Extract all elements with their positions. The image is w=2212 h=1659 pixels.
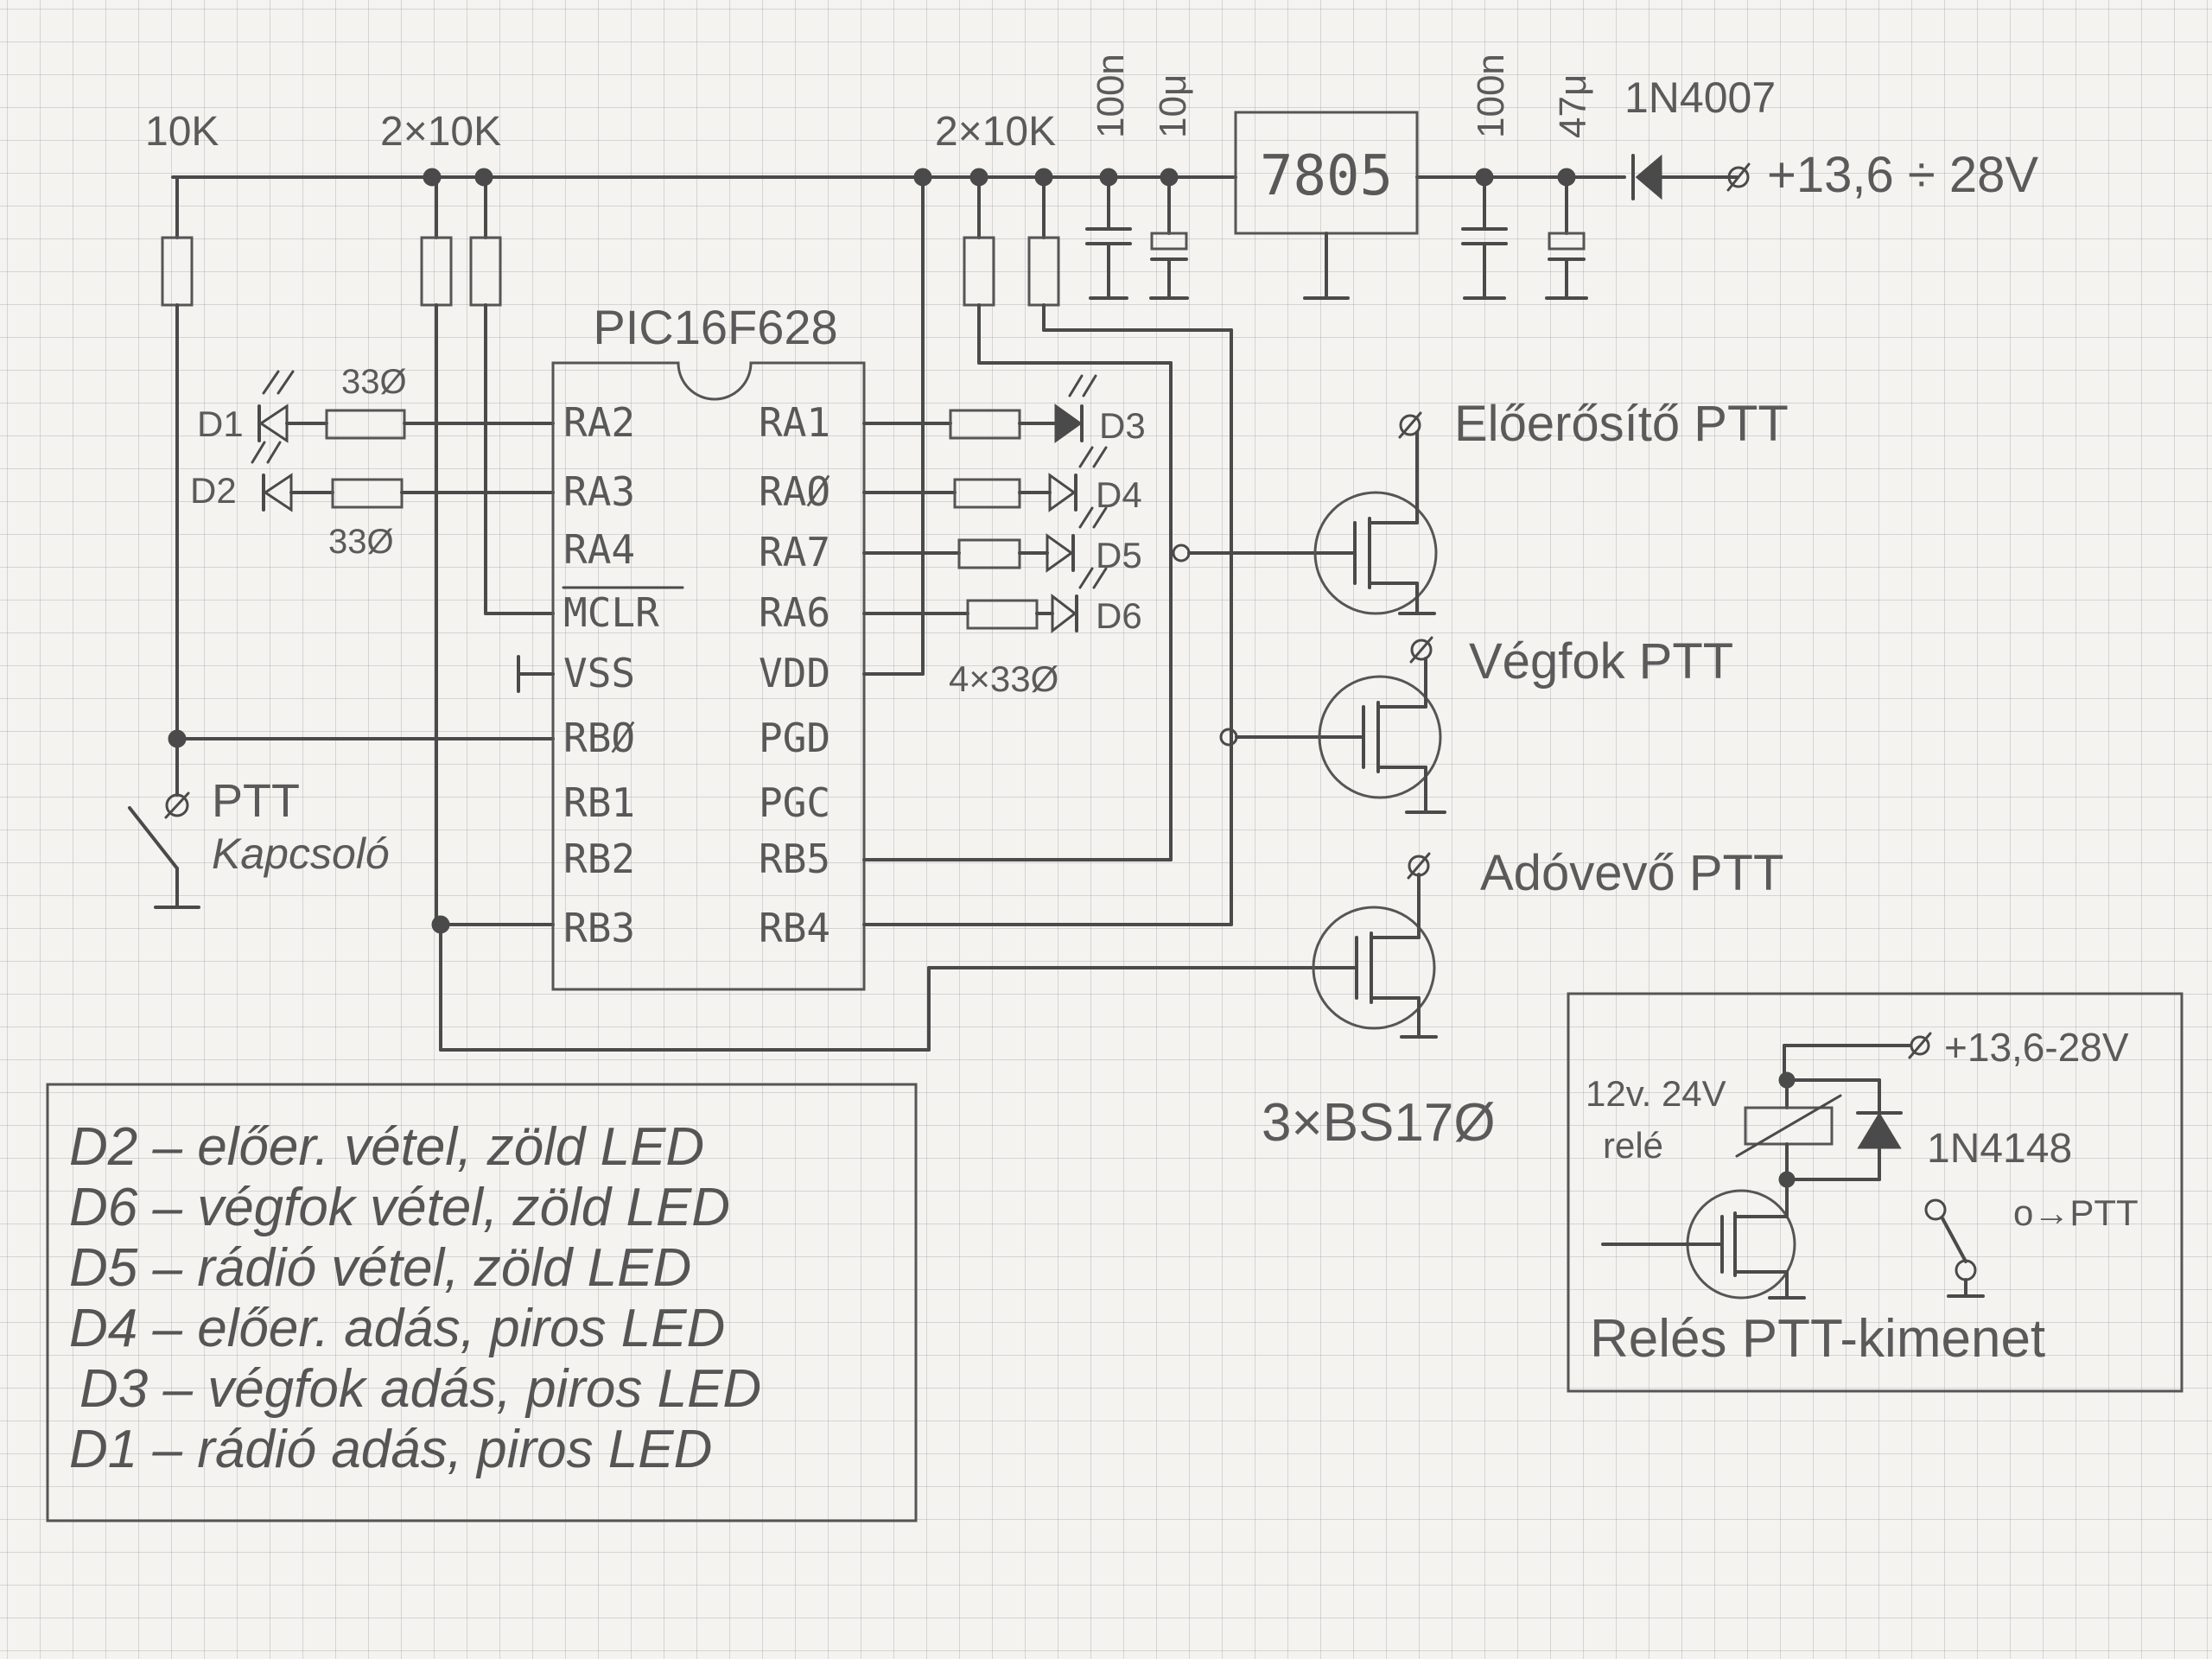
pullup-right-label: 2×10K [935, 109, 1056, 155]
legend-box: D2 – előer. vétel, zöld LED D6 – végfok … [46, 1083, 918, 1522]
pullup-left-label: 10K [145, 109, 219, 155]
mosfet-final: Végfok PTT [1318, 633, 1733, 814]
pin-ra4: RA4 [563, 526, 635, 573]
mcu-name: PIC16F628 [593, 300, 837, 354]
cap-out-elko-label: 10μ [1152, 74, 1194, 138]
legend-line-2: D6 – végfok vétel, zöld LED [69, 1178, 730, 1237]
pullups-rb4-rb5 [862, 175, 1328, 926]
led-d4-label: D4 [1096, 474, 1142, 515]
relay-diode-label: 1N4148 [1927, 1126, 2072, 1172]
pin-mclr: MCLR [563, 589, 659, 636]
relay-output-label: o→PTT [2013, 1192, 2139, 1233]
cap-in-ceramic-label: 100n [1470, 54, 1512, 138]
pic16f628-chip: PIC16F628 RA2 RA3 RA4 MCLR VSS RBØ RB1 R… [517, 175, 925, 991]
pin-ra1: RA1 [759, 399, 830, 446]
legend-line-5: D3 – végfok adás, piros LED [79, 1359, 761, 1419]
output-capacitors: 100n 10μ [1085, 54, 1194, 300]
cap-in-elko-label: 47μ [1552, 74, 1594, 138]
relay-label-1: 12v. 24V [1586, 1073, 1726, 1114]
led-bottom-resistor-label: 33Ø [328, 523, 394, 561]
relay-output-box: +13,6-28V 1N4148 12v. 24V relé [1567, 992, 2183, 1393]
pin-ra6: RA6 [759, 589, 830, 636]
led-d1-label: D1 [197, 404, 244, 444]
pin-pgc: PGC [759, 779, 830, 826]
led-d5-label: D5 [1096, 535, 1142, 575]
final-ptt-label: Végfok PTT [1469, 633, 1733, 690]
pullups-mclr-rb3 [420, 175, 1324, 1052]
cap-out-ceramic-label: 100n [1090, 54, 1132, 138]
pin-rb4: RB4 [759, 905, 830, 951]
leds-d1-d2: D1 33Ø D2 33Ø [190, 363, 555, 561]
pin-rb1: RB1 [563, 779, 635, 826]
pin-ra2: RA2 [563, 399, 635, 446]
supply-input-label: +13,6 ÷ 28V [1767, 147, 2038, 203]
led-top-resistor-label: 33Ø [341, 363, 407, 401]
input-capacitors: 100n 47μ [1461, 54, 1594, 300]
pin-rb2: RB2 [563, 836, 635, 882]
pin-ra3: RA3 [563, 468, 635, 515]
pin-rb5: RB5 [759, 836, 830, 882]
legend-line-3: D5 – rádió vétel, zöld LED [69, 1238, 691, 1298]
pin-ra7: RA7 [759, 529, 830, 575]
pin-vss: VSS [563, 650, 635, 696]
pullup-mid-label: 2×10K [380, 109, 501, 155]
input-diode-label: 1N4007 [1624, 73, 1776, 122]
input-diode-1n4007: 1N4007 +13,6 ÷ 28V [1624, 73, 2038, 203]
pin-pgd: PGD [759, 715, 830, 761]
transceiver-ptt-label: Adóvevő PTT [1480, 845, 1783, 901]
relay-label-2: relé [1603, 1125, 1663, 1166]
regulator-label: 7805 [1260, 144, 1393, 208]
ptt-switch-label-1: PTT [212, 775, 300, 827]
pin-ra0: RAØ [759, 468, 830, 515]
preamp-ptt-label: Előerősítő PTT [1454, 396, 1789, 452]
regulator-7805: 7805 [1234, 111, 1419, 300]
ptt-switch-label-2: Kapcsoló [212, 830, 390, 878]
pin-rb0: RBØ [563, 715, 635, 761]
pin-rb3: RB3 [563, 905, 635, 951]
legend-line-4: D4 – előer. adás, piros LED [69, 1299, 725, 1358]
led-d3-label: D3 [1099, 405, 1146, 446]
ptt-switch-branch: PTT Kapcsoló [128, 175, 555, 909]
pin-vdd: VDD [759, 650, 830, 696]
mosfets-label: 3×BS17Ø [1262, 1093, 1496, 1153]
legend-line-1: D2 – előer. vétel, zöld LED [69, 1117, 704, 1177]
led-d6-label: D6 [1096, 595, 1142, 636]
led-group-resistor-label: 4×33Ø [949, 658, 1058, 699]
led-d2-label: D2 [190, 470, 237, 511]
legend-line-6: D1 – rádió adás, piros LED [69, 1420, 712, 1479]
leds-d3-d6: D3 D4 D5 D6 4×33Ø [862, 374, 1146, 699]
mosfet-preamp: Előerősítő PTT [1313, 396, 1789, 615]
power-rail [171, 168, 1738, 187]
relay-supply-label: +13,6-28V [1944, 1025, 2129, 1070]
relay-box-title: Relés PTT-kimenet [1590, 1309, 2045, 1369]
mosfet-transceiver: Adóvevő PTT [1312, 845, 1783, 1039]
